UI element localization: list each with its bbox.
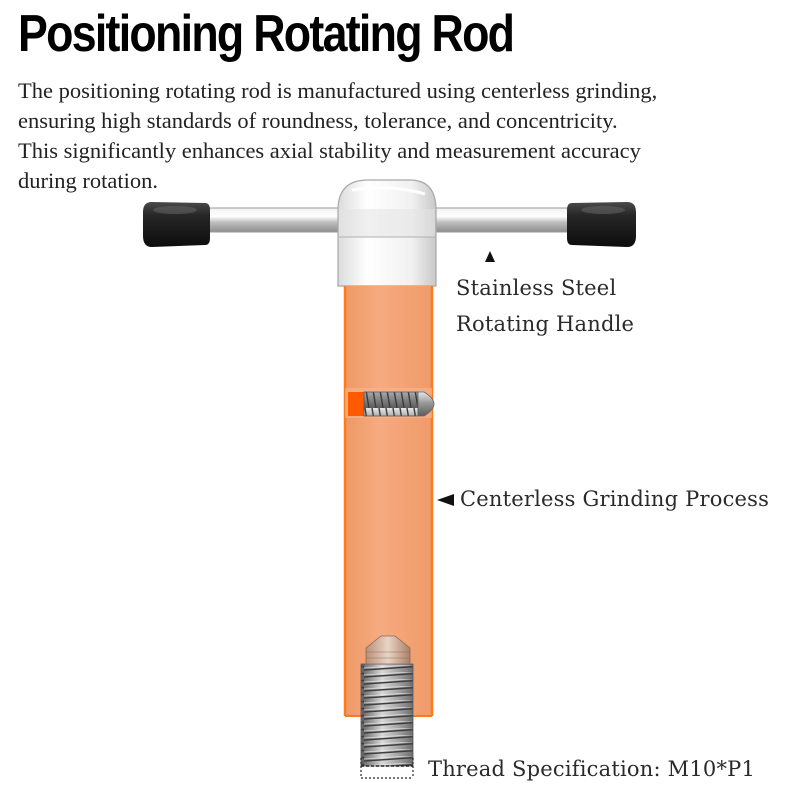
- set-screw: [363, 391, 435, 417]
- handle-callout-line1: Stainless Steel: [456, 276, 617, 300]
- handle-cap: [337, 179, 437, 287]
- left-grip: [143, 202, 210, 247]
- description-line: during rotation.: [18, 168, 158, 193]
- handle-callout: Stainless Steel Rotating Handle: [456, 270, 634, 342]
- threaded-tip: [360, 635, 414, 779]
- description-line: This significantly enhances axial stabil…: [18, 138, 641, 163]
- arrow-up-icon: [485, 251, 495, 262]
- arrow-left-icon: [437, 494, 454, 506]
- page-title: Positioning Rotating Rod: [18, 5, 515, 63]
- description-line: The positioning rotating rod is manufact…: [18, 78, 658, 103]
- handle-callout-line2: Rotating Handle: [456, 312, 635, 336]
- right-grip: [567, 202, 636, 247]
- thread-callout: Thread Specification: M10*P1: [428, 757, 756, 781]
- grinding-callout: Centerless Grinding Process: [460, 487, 770, 511]
- description-line: ensuring high standards of roundness, to…: [18, 108, 618, 133]
- description: The positioning rotating rod is manufact…: [18, 76, 788, 196]
